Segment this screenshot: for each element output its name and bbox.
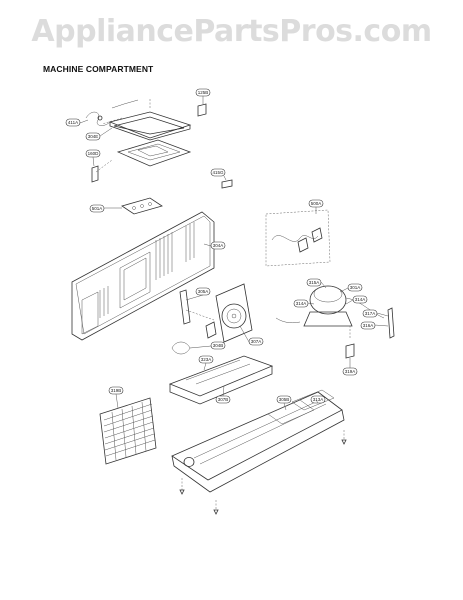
callout-label: 301A (350, 285, 361, 290)
callout: 319B (108, 386, 124, 395)
callout: 305B (276, 395, 292, 404)
callout: 315A (306, 278, 322, 287)
callout: 411A (65, 118, 81, 127)
compressor (275, 285, 395, 359)
callout: 304B (210, 341, 226, 350)
callout-label: 125B (198, 90, 209, 95)
callout: 301A (347, 283, 363, 292)
callout-label: 315A (309, 280, 320, 285)
callout: 501A (89, 204, 105, 213)
callout-label: 314A (355, 297, 366, 302)
base-pan (171, 389, 347, 515)
callout-label: 317A (365, 311, 376, 316)
back-panel (71, 211, 215, 341)
callout-label: 319B (111, 388, 122, 393)
callout: 307B (215, 395, 231, 404)
callout-label: 319A (345, 369, 356, 374)
callout: 313A (310, 395, 326, 404)
callout-label: 313A (313, 397, 324, 402)
watermark: AppliancePartsPros.com (31, 14, 432, 49)
callout-label: 501A (92, 206, 103, 211)
callout-label: 415G (212, 170, 224, 175)
drain-tray (168, 355, 274, 405)
condenser-coil (99, 397, 157, 465)
callout-label: 304B (213, 343, 224, 348)
harness-box (265, 209, 331, 267)
callout: 160D (85, 149, 101, 158)
callout: 323A (198, 355, 214, 364)
callout: 304E (85, 132, 101, 141)
callout-label: 305B (279, 397, 290, 402)
callout-label: 304E (88, 134, 99, 139)
top-cover-assembly (85, 98, 233, 215)
callout-label: 411A (68, 120, 78, 125)
callout: 305A (195, 287, 211, 296)
callout-label: 314A (296, 301, 307, 306)
callout: 314A (352, 295, 368, 304)
callout: 304A (210, 241, 226, 250)
callout: 125B (195, 88, 211, 97)
callout-label: 323A (201, 357, 212, 362)
callout-label: 307A (251, 339, 262, 344)
callout: 314A (293, 299, 309, 308)
callout: 316A (360, 321, 376, 330)
callout-label: 305A (198, 289, 209, 294)
callout: 500A (308, 199, 324, 208)
section-title: MACHINE COMPARTMENT (43, 64, 154, 74)
leader-lines (79, 96, 389, 411)
callout-label: 500A (311, 201, 322, 206)
callout-label: 307B (218, 397, 229, 402)
callout-label: 160D (88, 151, 100, 156)
callout-label: 316A (363, 323, 374, 328)
callout: 317A (362, 309, 378, 318)
callout: 415G (210, 168, 226, 177)
callout: 319A (342, 367, 358, 376)
callout: 307A (248, 337, 264, 346)
callout-label: 304A (213, 243, 224, 248)
